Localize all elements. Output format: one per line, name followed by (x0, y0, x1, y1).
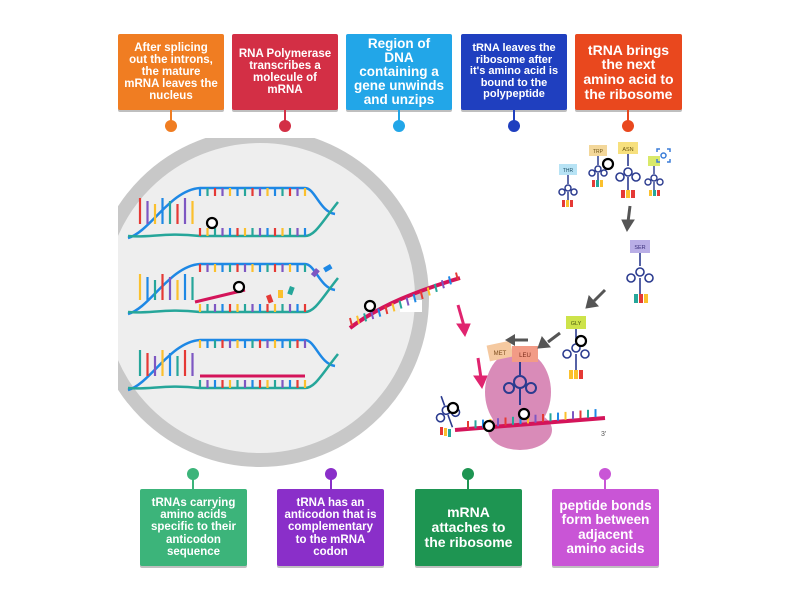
amino-acid-label: THR (563, 168, 574, 174)
hotspot[interactable] (574, 334, 588, 348)
trna-thr: THR (558, 164, 578, 207)
card-peptide-bonds[interactable]: peptide bonds form between adjacent amin… (552, 489, 659, 566)
pin-stem (604, 476, 606, 490)
pin-stem (284, 110, 286, 124)
pin-head (599, 468, 611, 480)
dna-strands (127, 186, 339, 392)
ribosome (485, 350, 552, 450)
trna-trp: TRP (588, 145, 608, 187)
pin-stem (330, 476, 332, 490)
strand-end-label: 3' (601, 431, 606, 438)
trna-released (435, 395, 461, 437)
card-trna-anticodon[interactable]: tRNA has an anticodon that is complement… (277, 489, 384, 566)
card-mrna-attaches[interactable]: mRNA attaches to the ribosome (415, 489, 522, 566)
pin-stem (513, 110, 515, 124)
trna-ser: SER (626, 240, 654, 303)
card-rna-polymerase[interactable]: RNA Polymerase transcribes a molecule of… (232, 34, 338, 110)
mrna-on-ribosome (454, 416, 606, 432)
hotspot[interactable] (601, 157, 615, 171)
card-text: tRNAs carrying amino acids specific to t… (151, 497, 236, 558)
card-text: peptide bonds form between adjacent amin… (559, 498, 652, 556)
hotspot[interactable] (232, 280, 246, 294)
hotspot[interactable] (446, 401, 460, 415)
arrow-icon (537, 205, 635, 349)
card-text: tRNA has an anticodon that is complement… (284, 497, 377, 558)
card-dna-unwinds[interactable]: Region of DNA containing a gene unwinds … (346, 34, 452, 110)
amino-acid-label: TRP (593, 149, 604, 155)
dna-row (127, 338, 339, 392)
card-trna-leaves-ribosome[interactable]: tRNA leaves the ribosome after it's amin… (461, 34, 567, 110)
pin-stem (192, 476, 194, 490)
trna-asn: ASN (615, 142, 641, 198)
card-trna-brings-amino-acid[interactable]: tRNA brings the next amino acid to the r… (575, 34, 682, 110)
card-mrna-leaves-nucleus[interactable]: After splicing out the introns, the matu… (118, 34, 224, 110)
card-text: tRNA brings the next amino acid to the r… (583, 41, 674, 102)
arrow-icon (456, 304, 488, 390)
trna-small (644, 156, 664, 196)
pin-head (462, 468, 474, 480)
pin-stem (627, 110, 629, 124)
amino-acid-label: LEU (519, 353, 531, 359)
hotspot[interactable] (517, 407, 531, 421)
amino-acid-met: MET (486, 340, 514, 362)
dna-row (127, 186, 339, 240)
amino-acid-label: ASN (622, 147, 633, 153)
pin-stem (398, 110, 400, 124)
pin-head (622, 120, 634, 132)
pin-head (393, 120, 405, 132)
card-trnas-carrying-amino-acids[interactable]: tRNAs carrying amino acids specific to t… (140, 489, 247, 566)
dna-row (127, 262, 339, 316)
card-text: Region of DNA containing a gene unwinds … (353, 35, 444, 108)
amino-acid-label: MET (494, 351, 507, 357)
arrow-icon (505, 334, 528, 346)
pin-head (187, 468, 199, 480)
nuclear-pore (400, 300, 422, 312)
trna-gly: GLY (562, 316, 590, 379)
pin-head (165, 120, 177, 132)
hotspot[interactable] (482, 419, 496, 433)
trna-in-ribosome (503, 358, 537, 405)
pin-stem (467, 476, 469, 490)
card-text: RNA Polymerase transcribes a molecule of… (238, 47, 332, 97)
hotspot[interactable] (205, 216, 219, 230)
focus-icon (656, 148, 671, 163)
amino-acid-label: SER (634, 245, 645, 251)
hotspot[interactable] (363, 299, 377, 313)
mrna-strand (348, 276, 461, 330)
card-text: tRNA leaves the ribosome after it's amin… (469, 42, 559, 101)
pin-head (325, 468, 337, 480)
pin-head (279, 120, 291, 132)
card-text: After splicing out the introns, the matu… (124, 41, 218, 103)
pin-stem (170, 110, 172, 124)
amino-acid-label: GLY (571, 321, 582, 327)
hotspot-markers (205, 157, 615, 433)
pin-head (508, 120, 520, 132)
amino-acid-leu: LEU (512, 346, 538, 362)
mrna-bases (349, 272, 459, 327)
card-text: mRNA attaches to the ribosome (424, 504, 513, 550)
